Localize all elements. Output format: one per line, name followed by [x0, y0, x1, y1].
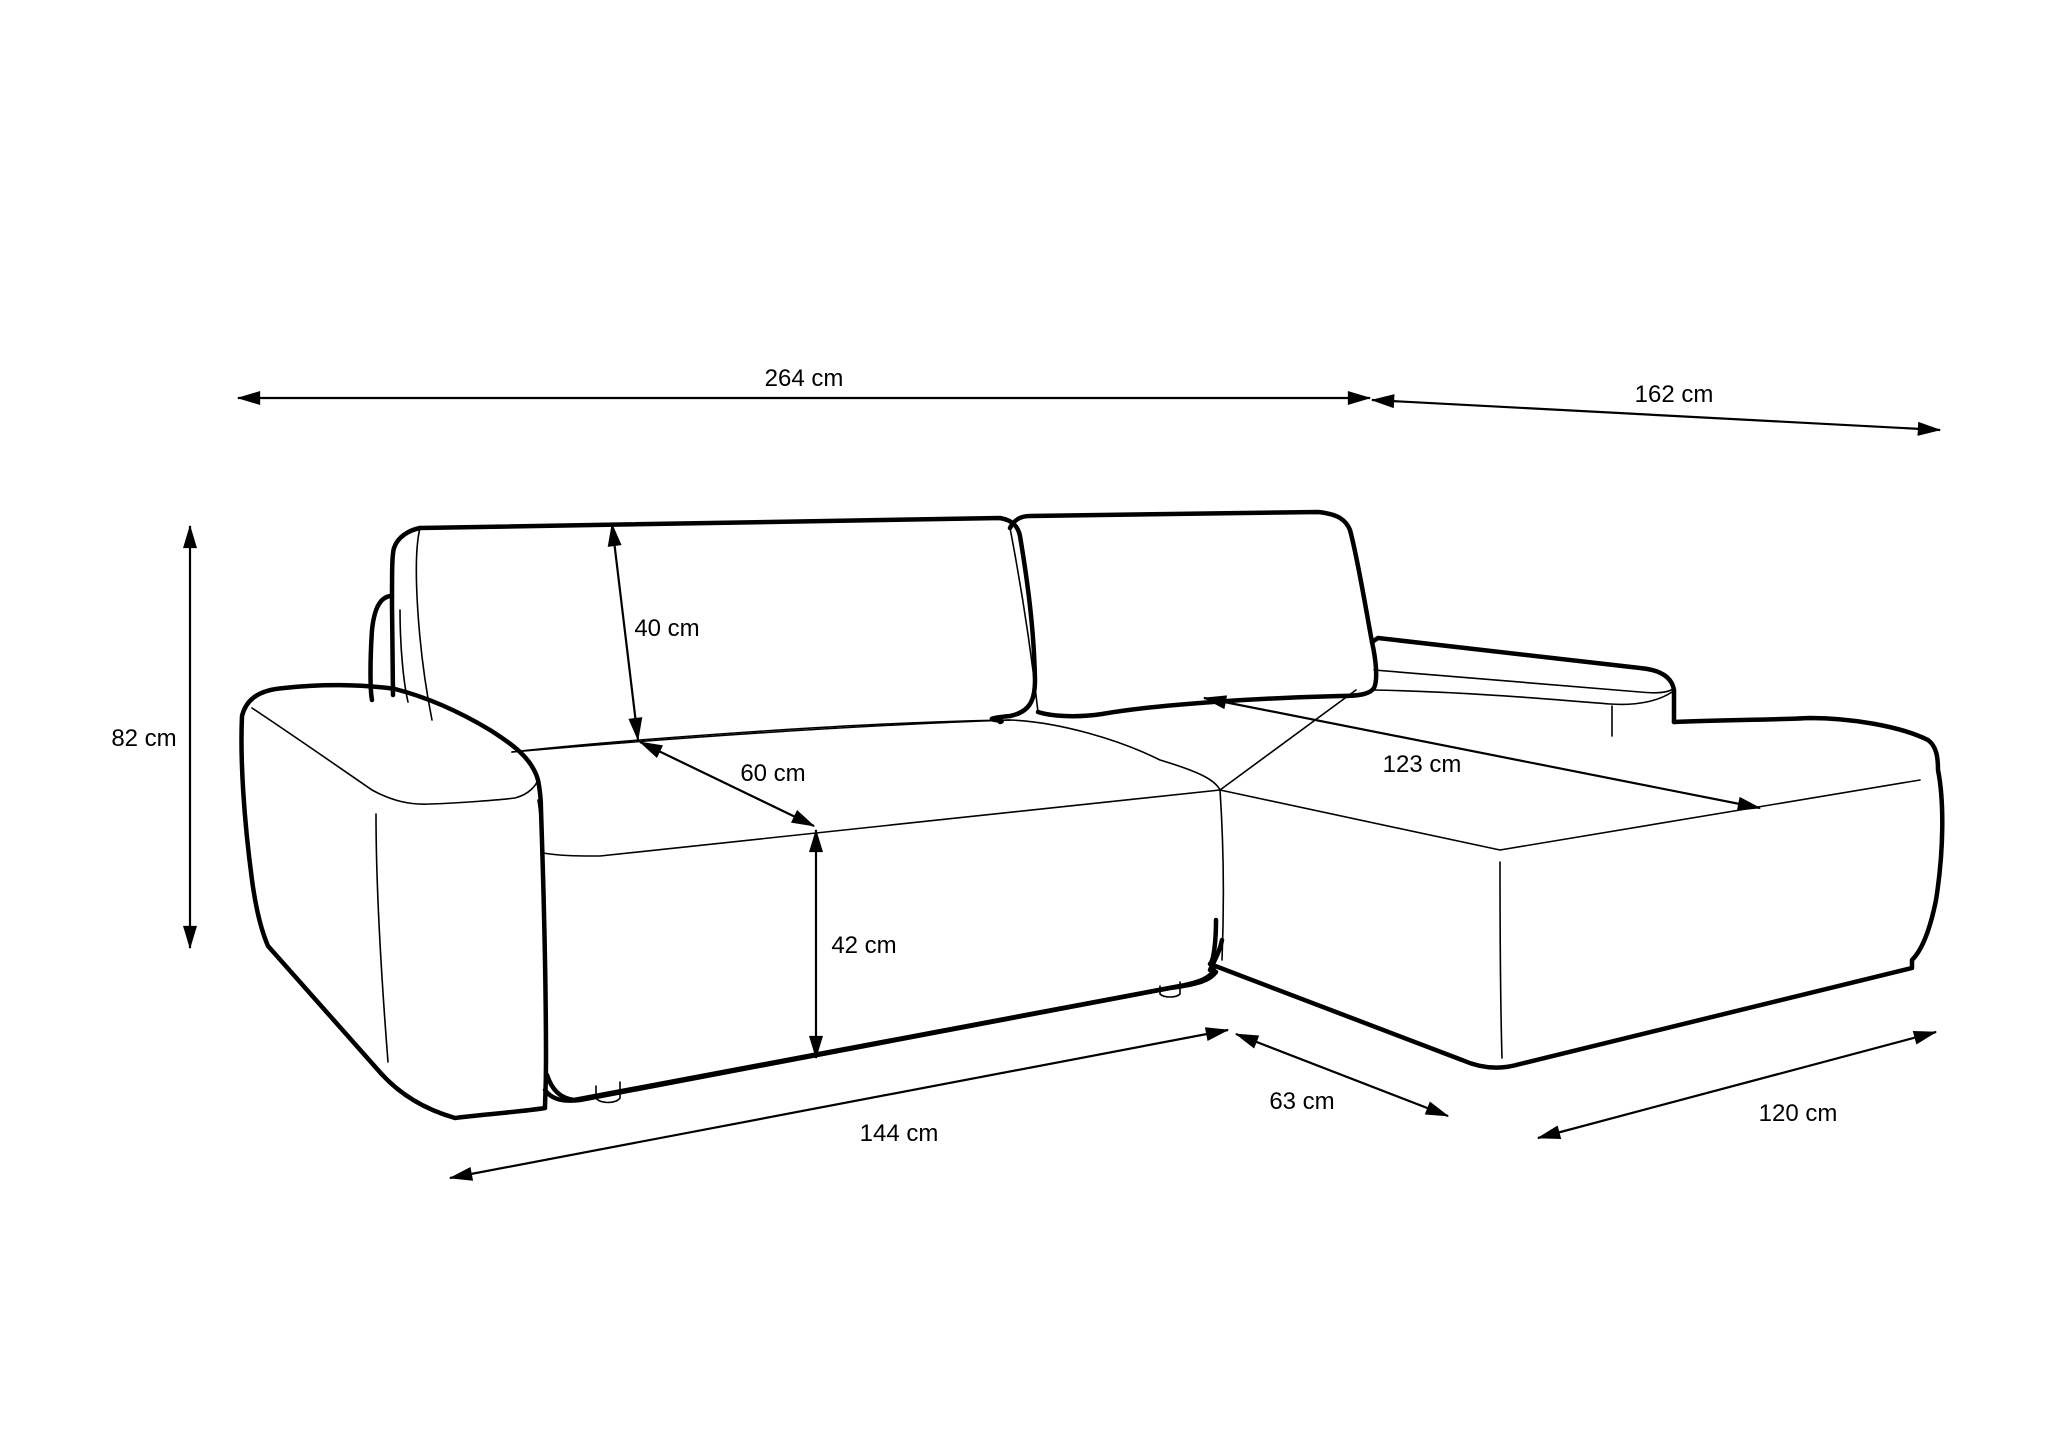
left-back-cushion	[417, 515, 1038, 725]
chaise-back-arm-front	[1373, 689, 1673, 706]
seat-base	[542, 937, 1225, 1103]
dimension-labels: 264 cm 162 cm 82 cm 40 cm 60 cm 42 cm 12…	[111, 365, 1837, 1147]
left-back-cushion-bottom	[511, 719, 1011, 753]
right-back-cushion-left-edge	[1009, 527, 1039, 713]
label-chaise-seat-length: 123 cm	[1383, 751, 1462, 778]
dim-line-seat-depth	[638, 741, 816, 827]
label-total-height: 82 cm	[111, 725, 176, 752]
label-total-width: 264 cm	[765, 365, 844, 392]
dim-line-chaise-width	[1536, 1030, 1938, 1140]
left-armrest-top-edge	[251, 707, 539, 805]
label-back-height: 40 cm	[634, 615, 699, 642]
sofa-drawing	[239, 509, 1945, 1121]
label-chaise-side-depth: 63 cm	[1269, 1088, 1334, 1115]
dim-line-chaise-seat-length	[1202, 695, 1762, 811]
left-back-cushion-left-edge	[415, 527, 433, 721]
chaise-outline	[1207, 715, 1945, 1070]
left-armrest-front-seam	[375, 813, 389, 1063]
left-armrest	[239, 682, 549, 1121]
left-back-side	[368, 593, 395, 703]
label-seat-depth: 60 cm	[740, 760, 805, 787]
dim-line-back-height	[607, 522, 643, 742]
middle-foot	[1159, 981, 1181, 998]
chaise-front-corner	[1499, 861, 1503, 1059]
seat-cushion-middle-divider	[1219, 789, 1225, 961]
left-back-frame	[389, 525, 423, 698]
chaise-back-arm-inner	[1373, 669, 1675, 694]
seat-cushion-left-edge	[537, 799, 547, 1061]
chaise-seat-top-edge	[1219, 779, 1921, 851]
dimension-lines	[183, 391, 1942, 1181]
dim-line-chaise-side-depth	[1234, 1032, 1450, 1118]
dim-line-chaise-length	[1370, 394, 1942, 436]
label-chaise-width: 120 cm	[1759, 1100, 1838, 1127]
label-seat-width: 144 cm	[860, 1120, 939, 1147]
left-seat-cushion-top	[511, 719, 1221, 791]
right-back-cushion	[1007, 509, 1379, 719]
dim-line-seat-width	[448, 1027, 1230, 1181]
seat-base-front	[544, 967, 1217, 1103]
seat-cushion-front-edge	[542, 789, 1221, 857]
chaise-back-arm	[1369, 635, 1677, 725]
left-back-frame-inner	[399, 609, 409, 703]
label-seat-height: 42 cm	[831, 932, 896, 959]
label-chaise-length: 162 cm	[1635, 381, 1714, 408]
